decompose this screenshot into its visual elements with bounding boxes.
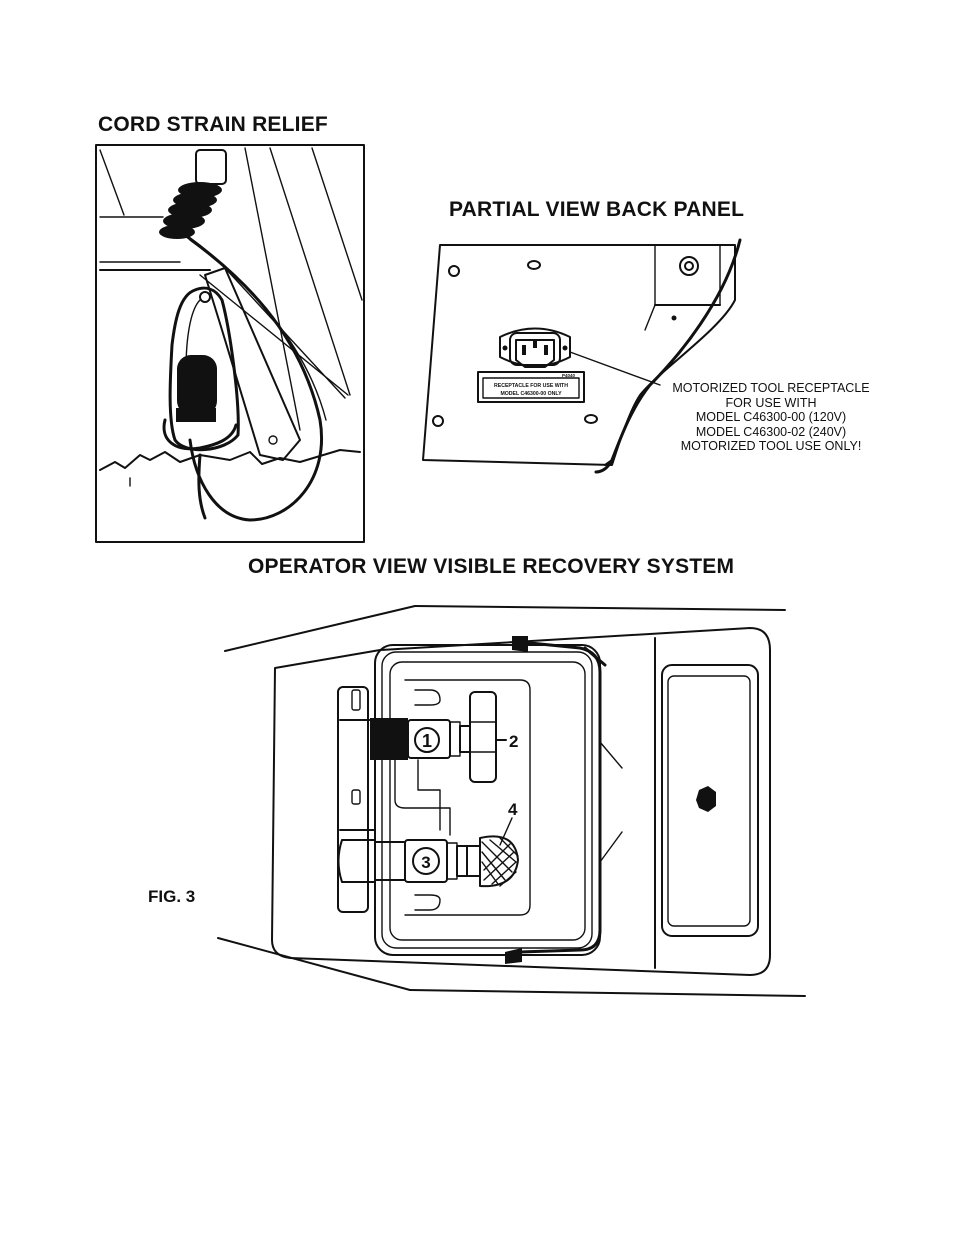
back-panel-illustration: P4040 RECEPTACLE FOR USE WITH MODEL C463… (423, 240, 740, 472)
part-label-4: 4 (508, 800, 518, 819)
decal-line-1: RECEPTACLE FOR USE WITH (494, 383, 568, 389)
tool-receptacle (500, 329, 570, 368)
part-label-3: 3 (421, 853, 430, 872)
receptacle-decal: P4040 RECEPTACLE FOR USE WITH MODEL C463… (478, 372, 584, 402)
decal-number: P4040 (562, 373, 576, 378)
strain-relief-coil (159, 150, 226, 239)
recovery-system-illustration: 1 2 3 4 (218, 606, 805, 996)
strainer-part-4 (467, 836, 518, 886)
cord-strain-relief-illustration (96, 145, 364, 542)
part-label-1: 1 (422, 731, 432, 751)
part-label-2: 2 (509, 732, 518, 751)
fitting-part-3: 3 (339, 840, 468, 882)
hex-knob (696, 786, 716, 812)
plug-body (177, 355, 217, 415)
decal-line-2: MODEL C46300-00 ONLY (500, 391, 562, 397)
